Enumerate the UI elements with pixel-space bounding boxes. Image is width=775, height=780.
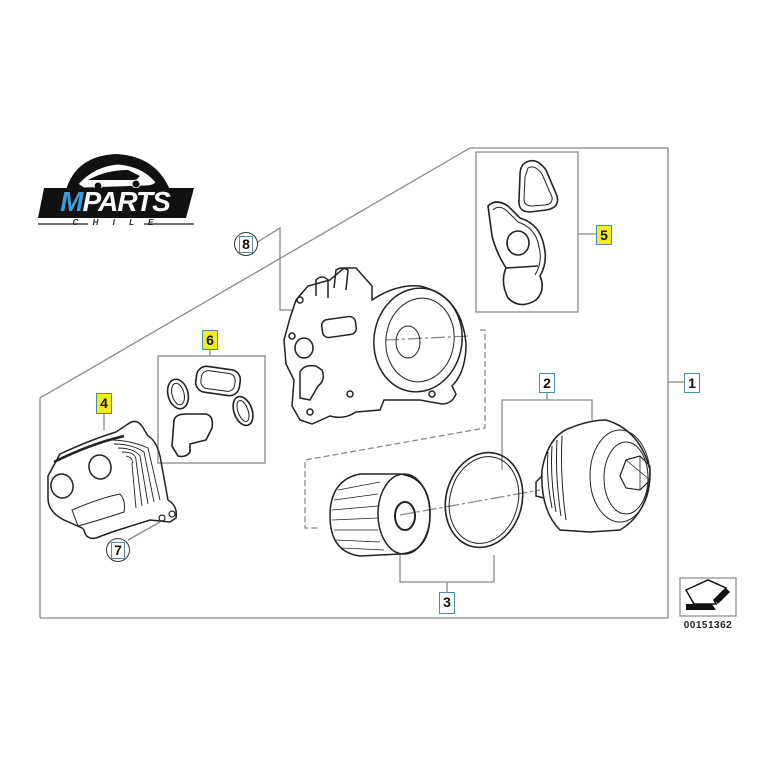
- callout-4[interactable]: 4: [96, 393, 112, 414]
- oil-filter-cap-drawing: [535, 419, 651, 533]
- oil-filter-element-drawing: [329, 473, 431, 557]
- callout-6[interactable]: 6: [202, 330, 218, 350]
- mparts-chile-logo: MPARTS C H I L E: [36, 148, 196, 230]
- gasket-set-6-box: [157, 355, 266, 464]
- diagram-id-number: 00151362: [683, 620, 733, 631]
- callout-1[interactable]: 1: [684, 373, 700, 393]
- o-ring-drawing: [444, 451, 524, 549]
- callout-7[interactable]: 7: [106, 538, 130, 562]
- gasket-set-6-drawing: [166, 365, 254, 458]
- bolt-7-drawing: [158, 510, 176, 522]
- car-silhouette-icon: [38, 154, 194, 225]
- callout-8[interactable]: 8: [234, 232, 258, 256]
- callout-5[interactable]: 5: [596, 225, 612, 245]
- callout-3[interactable]: 3: [439, 592, 455, 614]
- oil-cooler-drawing: [47, 420, 178, 540]
- assembly-frame: [39, 147, 669, 619]
- oil-filter-housing-drawing: [283, 267, 467, 425]
- diagram-corner-arrow-icon: [679, 577, 737, 617]
- gasket-set-5-drawing: [487, 159, 559, 306]
- logo-subtitle: C H I L E: [72, 218, 160, 227]
- logo-brand-text: MPARTS: [60, 186, 171, 217]
- gasket-set-5-box: [475, 151, 579, 313]
- callout-2[interactable]: 2: [539, 373, 555, 393]
